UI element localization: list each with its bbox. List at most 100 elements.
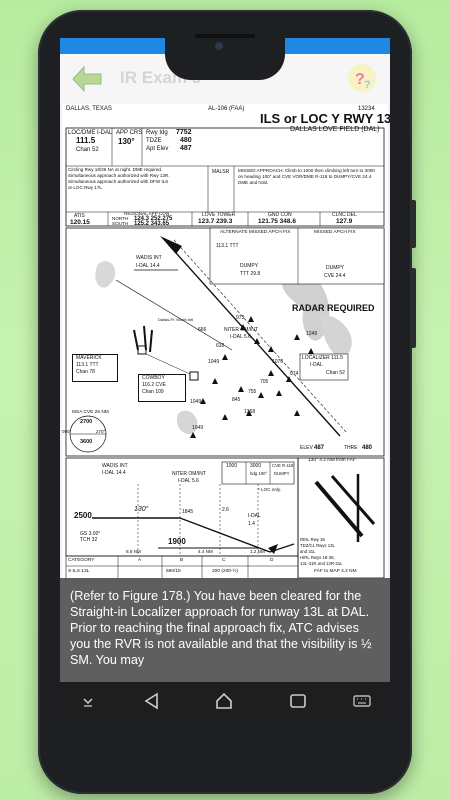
app-crs-label: APP CRS: [116, 130, 143, 136]
keyboard-icon[interactable]: [352, 691, 372, 711]
profile-cve: CVE R-118: [272, 463, 294, 468]
profile-gs: GS 3.00°: [80, 531, 101, 537]
minima-category: CATEGORY: [68, 558, 95, 563]
atis-value: 120.15: [70, 219, 90, 226]
gnd-con-value: 121.75 348.6: [258, 218, 296, 225]
obstacle-alt-6: 1076: [272, 359, 284, 365]
radar-required-label: RADAR REQUIRED: [292, 303, 375, 313]
profile-dumpy: DUMPY: [274, 471, 290, 476]
msa-2700: 2700: [80, 419, 93, 425]
back-arrow-icon[interactable]: [70, 64, 104, 94]
elev-value: 487: [314, 445, 325, 451]
profile-dist-3: 1.2 NM: [250, 549, 265, 554]
minima-sils-label: S-ILS 13L: [68, 569, 90, 574]
profile-1-4: 1.4: [248, 521, 255, 527]
question-text: (Refer to Figure 178.) You have been cle…: [70, 589, 372, 667]
atis-label: ATIS: [74, 213, 85, 219]
msa-270: 270°: [96, 429, 106, 434]
profile-niter: NITER OM/INT: [172, 471, 206, 477]
note-line-4: or LOC Rwy 17L.: [68, 185, 104, 190]
thre-value: 480: [362, 445, 373, 451]
cowboy-freq: 116.2 CVE: [142, 382, 166, 388]
collapse-icon[interactable]: [78, 691, 98, 711]
thre-label: THRE: [344, 445, 358, 451]
rwy-note-2: TDZ/CL Rwys 13L: [300, 543, 335, 548]
rwy-ldg-label: Rwy Idg: [146, 130, 168, 136]
tdze-label: TDZE: [146, 138, 162, 144]
apt-elev-label: Apt Elev: [146, 146, 169, 152]
north-value: 124.3 252.275: [134, 216, 173, 222]
profile-1845: 1845: [182, 509, 194, 515]
profile-dist-2: 4.4 NM: [198, 549, 213, 554]
niter-idal: I-DAL 5.6: [230, 334, 251, 340]
home-icon[interactable]: [214, 691, 234, 711]
gnd-con-label: GND CON: [268, 212, 292, 218]
back-triangle-icon[interactable]: [142, 691, 162, 711]
question-overlay[interactable]: (Refer to Figure 178.) You have been cle…: [60, 578, 390, 682]
loc-chan: Chan 52: [76, 147, 99, 153]
obstacle-alt-10: 845: [232, 397, 241, 403]
missed-fix-label: MISSED APCH FIX: [314, 230, 356, 235]
obstacle-alt-2: 666: [198, 327, 207, 333]
faf-to-map: FAF to MAP 4.2 NM: [314, 569, 357, 574]
rwy-note-1: REIL Rwy 36: [300, 537, 325, 542]
rwy-note-5: 13L-31R and 13R-31L: [300, 561, 343, 566]
minima-cat-c: C: [222, 558, 226, 563]
wadis-int-label: WADIS INT: [136, 255, 162, 261]
profile-1900: 1900: [168, 537, 186, 546]
profile-wadis: WADIS INT: [102, 463, 128, 469]
profile-wadis-idal: I-DAL 14.4: [102, 470, 126, 476]
chart-linework: [65, 127, 385, 582]
alt-ttt-label: 113.1 TTT: [216, 243, 239, 249]
help-bubble-icon[interactable]: ? ?: [346, 62, 378, 94]
power-button: [410, 268, 416, 348]
note-line-2: Simultaneous approach authorized with Rw…: [68, 173, 170, 178]
south-value: 125.2 343.65: [134, 221, 170, 227]
dumpy-fix-label: DUMPY: [326, 265, 345, 271]
obstacle-alt-9: 1368: [244, 409, 256, 415]
loc-label: LOC/DME I-DAL: [68, 130, 113, 136]
recents-icon[interactable]: [288, 691, 308, 711]
profile-hdg: hdg 100°: [250, 471, 268, 476]
love-tower-label: LOVE TOWER: [202, 212, 236, 218]
minima-cat-b: B: [180, 558, 184, 563]
profile-2500: 2500: [74, 511, 92, 520]
front-camera: [215, 42, 223, 50]
obstacle-alt-1: 973: [236, 315, 245, 321]
dumpy-ttt: TTT 29.8: [240, 271, 261, 277]
msa-090: 090°: [62, 429, 72, 434]
svg-text:?: ?: [364, 79, 371, 91]
chart-header-right: 13234: [358, 106, 375, 112]
alternate-missed-label: ALTERNATE MISSED APCH FIX: [220, 230, 291, 235]
clnc-del-value: 127.9: [336, 218, 353, 225]
elev-label: ELEV: [300, 445, 313, 451]
minima-sils-hat: 200 (200-½): [212, 569, 239, 574]
maverick-vor-box: [72, 354, 118, 382]
obstacle-alt-11: 755: [248, 389, 257, 395]
clnc-del-label: CLNC DEL: [332, 212, 357, 218]
cowboy-vor-box: [138, 374, 186, 402]
profile-course: 130°: [134, 506, 149, 513]
camera-notch: [165, 30, 285, 80]
obstacle-alt-13: 1049: [192, 425, 204, 431]
minima-cat-d: D: [270, 558, 274, 563]
approach-chart: DALLAS, TEXAS AL-106 (FAA) 13234 ILS or …: [62, 104, 390, 582]
dumpy-label: DUMPY: [240, 263, 259, 269]
loc-freq: 111.5: [76, 136, 96, 145]
profile-2-6: 2.6: [222, 507, 229, 513]
profile-niter-idal: I-DAL 5.6: [178, 478, 199, 484]
profile-1000: 1000: [226, 463, 238, 469]
volume-button: [410, 200, 416, 248]
airport-name: DALLAS LOVE FIELD (DAL): [290, 126, 380, 133]
speaker-grille: [195, 34, 255, 38]
cowboy-chan: Chan 109: [142, 389, 164, 395]
niter-label: NITER OM/INT: [224, 327, 258, 333]
localizer-freq: LOCALIZER 111.5: [302, 355, 343, 361]
tdze-value: 480: [180, 137, 192, 144]
localizer-chan: Chan 52: [326, 370, 345, 376]
minima-sils-value: 680/18: [166, 569, 181, 574]
cowboy-name: COWBOY: [142, 375, 165, 381]
obstacle-alt-5: 1249: [306, 331, 318, 337]
missed-approach-text: MISSED APPROACH: Climb to 1000 then clim…: [238, 168, 375, 185]
love-tower-value: 123.7 239.3: [198, 218, 233, 225]
